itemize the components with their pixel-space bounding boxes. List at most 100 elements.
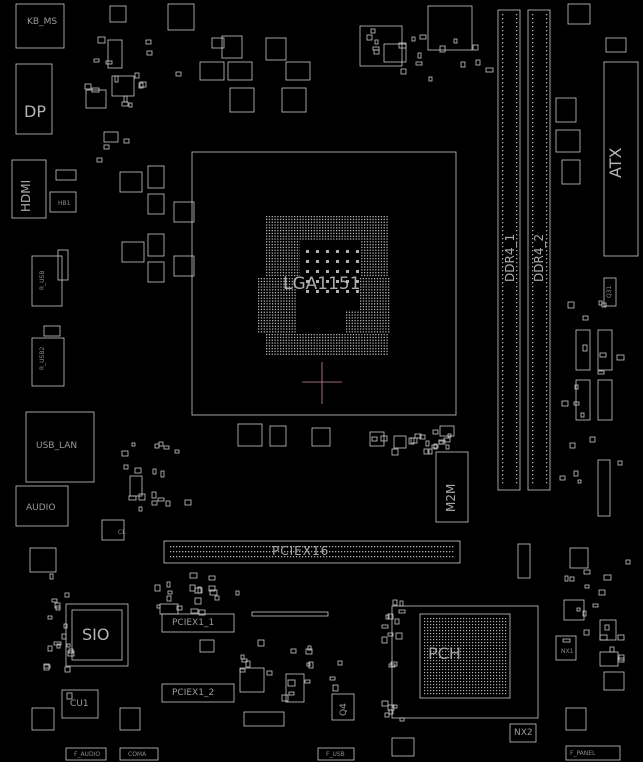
passive-pad [433,443,438,450]
q4-label: Q4 [339,703,349,716]
passive-pad [584,584,590,589]
com-header-label: COMA [128,751,147,758]
passive-pad [428,76,433,82]
passive-pad [569,442,576,449]
passive-pad [398,609,406,614]
cu1-chip [61,689,99,719]
small-component [103,131,119,143]
passive-pad [114,75,119,83]
dimm-1-pins [516,14,518,484]
usb-lan-connector [25,411,95,483]
passive-pad [582,610,587,617]
audio-connector [15,485,69,527]
passive-pad [598,589,606,596]
small-component [101,519,125,541]
small-component [57,249,69,281]
passive-pad [443,437,451,443]
small-component [237,423,263,447]
passive-pad [618,654,625,661]
passive-pad [598,300,603,306]
passive-pad [307,645,312,651]
passive-pad [47,615,53,620]
passive-pad [564,575,569,582]
passive-pad [428,448,433,455]
passive-pad [419,34,427,40]
passive-pad [305,648,313,655]
passive-pad [241,658,248,663]
q4-component [331,693,355,721]
small-component [107,39,123,69]
small-component [147,233,165,257]
m2-slot-label: M2M [444,483,458,512]
small-component [567,3,591,25]
passive-pad [582,344,588,352]
small-component [281,87,307,113]
passive-pad [573,401,580,406]
passive-pad [66,692,73,700]
passive-pad [103,144,110,150]
passive-pad [439,45,446,53]
small-component [555,97,577,123]
passive-pad [562,638,571,643]
small-component [147,165,165,189]
passive-pad [569,576,575,582]
passive-pad [43,663,50,671]
passive-pad [601,302,607,308]
passive-pad [308,661,314,669]
small-component [119,171,143,193]
passive-pad [152,468,157,475]
passive-pad [392,704,398,709]
passive-pad [93,58,100,63]
socket-center-keepout [300,240,360,310]
small-component [29,547,57,573]
kb-ms-connector-label: KB_MS [27,17,58,27]
passive-pad [156,604,161,609]
passive-pad [134,467,142,474]
passive-pad [423,448,429,455]
socket-pad-grid-bottom [266,334,388,355]
passive-pad [138,493,146,501]
pciex16-pins [170,546,454,558]
passive-pad [384,712,390,718]
small-component [311,427,331,447]
pch-ball-grid [424,618,507,695]
passive-pad [366,34,373,41]
passive-pad [139,81,147,88]
passive-pad [415,61,423,66]
displayport-connector-label: DP [24,102,46,121]
passive-pad [105,60,113,65]
small-component [119,707,141,731]
passive-pad [599,634,608,641]
atx-power-connector [603,61,639,257]
passive-pad [123,464,129,470]
small-component [239,667,265,693]
small-component [597,379,613,421]
passive-pad [561,400,569,407]
displayport-connector [15,63,53,135]
passive-pad [54,602,61,609]
dimm-slot-1 [497,9,521,491]
nx2-label: NX2 [514,728,533,738]
passive-pad [166,581,171,588]
small-component [109,5,127,23]
passive-pad [163,445,170,450]
passive-pad [580,412,585,418]
passive-pad [194,587,203,594]
passive-pad [157,497,165,502]
passive-pad [235,590,240,596]
passive-pad [134,72,140,79]
passive-pad [460,61,466,68]
nx1-label: NX1 [561,648,574,655]
r-usb-header-label: R_USB [39,270,46,291]
passive-pad [84,83,92,90]
passive-pad [245,660,251,668]
dimm-2-pins [532,14,534,484]
passive-pad [67,650,75,657]
passive-pad [408,437,415,445]
passive-pad [208,575,216,581]
passive-pad [332,684,339,692]
socket-side-cap [173,255,195,277]
passive-pad [371,436,378,442]
passive-pad [306,662,311,667]
